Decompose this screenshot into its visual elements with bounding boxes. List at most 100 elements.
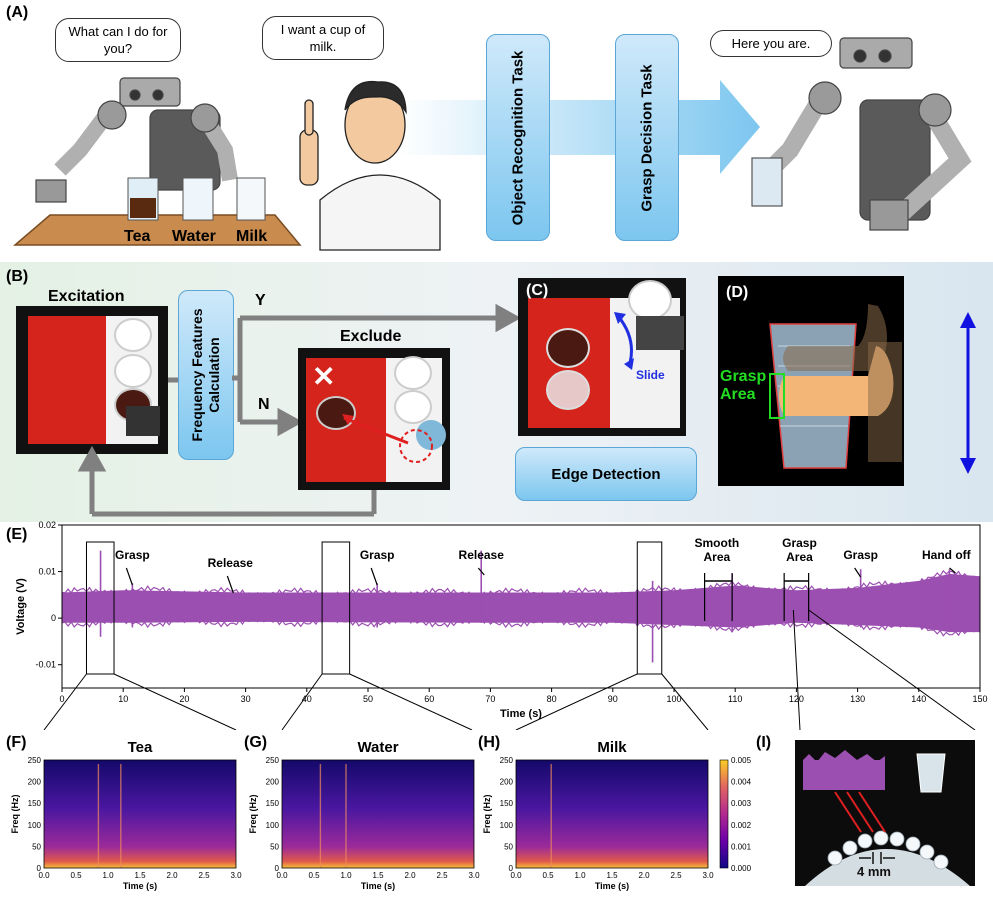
panel-g-label: (G) — [244, 734, 268, 751]
yes-label: Y — [255, 292, 266, 309]
x-tick-label: 0 — [59, 694, 64, 704]
annotation-3: Release — [459, 548, 505, 562]
x-tick-label: 130 — [850, 694, 865, 704]
x-tick-label: 30 — [241, 694, 251, 704]
spectrogram-title-2: Milk — [597, 739, 627, 756]
annotation-1: Release — [208, 556, 254, 570]
exclude-title: Exclude — [340, 328, 402, 345]
no-label: N — [258, 396, 270, 413]
cup-label-milk: Milk — [236, 228, 268, 245]
x-tick-label: 0.5 — [70, 871, 82, 880]
spectrogram-frame-2 — [515, 759, 709, 869]
exclude-photo: ✕ — [298, 348, 450, 490]
x-tick-label: 1.5 — [372, 871, 384, 880]
x-tick-label: 1.5 — [134, 871, 146, 880]
human-figure — [299, 80, 441, 251]
zoom-line-i-left — [792, 609, 801, 730]
x-tick-label: 40 — [302, 694, 312, 704]
zoom-line-5 — [661, 673, 709, 730]
x-axis-label: Time (s) — [361, 881, 395, 891]
y-tick-label: 50 — [270, 842, 279, 851]
y-tick-label: 200 — [500, 778, 514, 787]
y-tick-label: 250 — [266, 756, 280, 765]
zoom-box-1 — [321, 541, 351, 675]
grasp-area-label: Grasp Area — [720, 368, 767, 403]
spectrogram-title-1: Water — [357, 739, 398, 756]
x-tick-label: 0.0 — [510, 871, 522, 880]
x-tick-label: 1.5 — [606, 871, 618, 880]
colorbar-tick-label: 0.004 — [731, 778, 752, 787]
x-tick-label: 2.5 — [670, 871, 682, 880]
annotation-arrow-0 — [125, 567, 133, 586]
spectrogram-frame-1 — [281, 759, 475, 869]
panel-e-label: (E) — [6, 526, 28, 543]
cup-label-water: Water — [172, 228, 216, 245]
x-tick-label: 70 — [485, 694, 495, 704]
y-axis-label: Freq (Hz) — [248, 795, 258, 834]
annotation-4: Smooth — [695, 536, 740, 550]
x-tick-label: 60 — [424, 694, 434, 704]
x-tick-label: 2.5 — [198, 871, 210, 880]
annotation-5: Area — [786, 550, 813, 564]
task1-text: Object Recognition Task — [509, 50, 527, 225]
x-tick-label: 2.5 — [436, 871, 448, 880]
vertical-double-arrow — [960, 312, 976, 474]
y-tick-label: 0 — [509, 864, 514, 873]
edge-detection-box: Edge Detection — [515, 447, 697, 501]
annotation-arrow-3 — [477, 567, 485, 576]
y-tick-label: 0.01 — [38, 567, 56, 577]
panel-a-label: (A) — [6, 4, 29, 21]
colorbar — [719, 759, 729, 869]
x-tick-label: 3.0 — [468, 871, 480, 880]
y-tick-label: -0.01 — [35, 660, 56, 670]
y-tick-label: 200 — [28, 778, 42, 787]
y-tick-label: 50 — [504, 842, 513, 851]
robot-1 — [35, 77, 238, 203]
x-axis-label: Time (s) — [595, 881, 629, 891]
y-axis-label: Freq (Hz) — [10, 795, 20, 834]
panel-d-photo — [718, 276, 904, 486]
x-tick-label: 0.5 — [308, 871, 320, 880]
x-tick-label: 20 — [179, 694, 189, 704]
annotation-arrow-1 — [226, 575, 234, 594]
x-tick-label: 0.0 — [276, 871, 288, 880]
annotation-2: Grasp — [360, 548, 395, 562]
zoom-line-3 — [349, 673, 473, 730]
x-tick-label: 2.0 — [638, 871, 650, 880]
zoom-line-i-right — [808, 609, 976, 730]
x-axis-label: Time (s) — [500, 708, 542, 720]
zoom-line-1 — [113, 673, 237, 730]
panel-c-photo: Slide — [518, 278, 686, 436]
y-tick-label: 250 — [500, 756, 514, 765]
y-tick-label: 0.02 — [38, 520, 56, 530]
y-tick-label: 0 — [275, 864, 280, 873]
x-tick-label: 2.0 — [404, 871, 416, 880]
flow-arrow — [400, 80, 760, 174]
zoom-line-2 — [281, 673, 323, 730]
x-tick-label: 3.0 — [230, 871, 242, 880]
x-tick-label: 1.0 — [102, 871, 114, 880]
x-tick-label: 150 — [972, 694, 987, 704]
annotation-arrow-2 — [370, 567, 378, 586]
y-axis-label: Voltage (V) — [15, 578, 27, 635]
colorbar-tick-label: 0.000 — [731, 864, 752, 873]
task2-text: Grasp Decision Task — [638, 63, 656, 212]
robot2-speech-bubble: Here you are. — [710, 30, 832, 57]
cup-label-tea: Tea — [124, 228, 151, 245]
x-tick-label: 2.0 — [166, 871, 178, 880]
x-tick-label: 50 — [363, 694, 373, 704]
y-tick-label: 0 — [51, 613, 56, 623]
colorbar-tick-label: 0.005 — [731, 756, 752, 765]
excitation-title: Excitation — [48, 288, 125, 305]
y-axis-label: Freq (Hz) — [482, 795, 492, 834]
panel-d-label: (D) — [726, 284, 749, 301]
colorbar-tick-label: 0.001 — [731, 842, 752, 851]
cups-on-table — [127, 177, 266, 221]
y-tick-label: 150 — [500, 799, 514, 808]
panel-h-label: (H) — [478, 734, 501, 751]
spectrogram-title-0: Tea — [128, 739, 153, 756]
panel-i-photo: 4 mm — [795, 740, 975, 886]
annotation-5: Grasp — [782, 536, 817, 550]
panel-f-label: (F) — [6, 734, 27, 751]
frequency-features-box: Frequency Features Calculation — [178, 290, 234, 460]
